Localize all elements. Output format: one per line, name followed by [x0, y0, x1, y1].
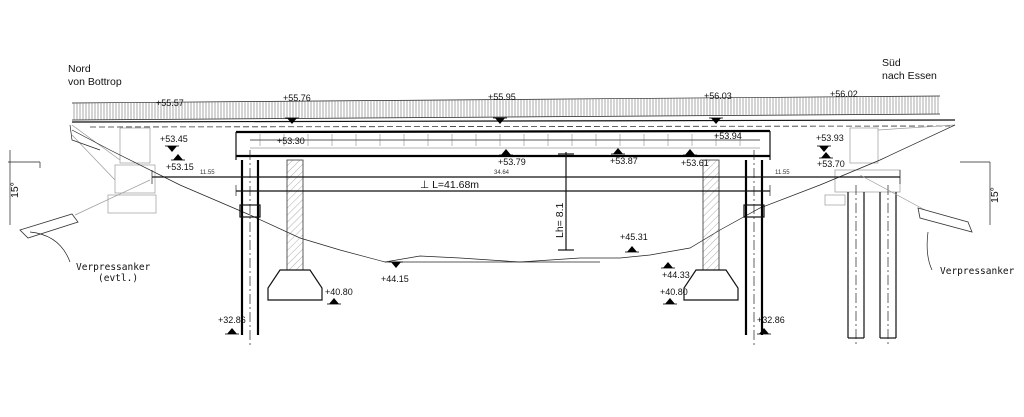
- elev-5394: +53.94: [714, 131, 742, 141]
- north-label: Nord: [68, 63, 91, 75]
- dimension-lines: [151, 170, 901, 196]
- elevation-markers: [165, 117, 833, 335]
- pier-left: [267, 159, 323, 301]
- ground-anchor-left: [8, 150, 151, 263]
- elev-4415: +44.15: [381, 274, 409, 284]
- elev-3286-left: +32.86: [218, 315, 246, 325]
- pier-right: [683, 159, 739, 301]
- bridge-deck-slab: [71, 119, 956, 160]
- dim-right: 11.55: [775, 170, 790, 176]
- anchor-left-label: Verpressanker: [76, 262, 151, 273]
- elev-4080-left: +40.80: [325, 287, 353, 297]
- elev-3286-right: +32.86: [757, 315, 785, 325]
- abutment-wall-right: [743, 150, 765, 345]
- elev-5379: +53.79: [498, 157, 526, 167]
- anchor-left-note: (evtl.): [98, 273, 138, 284]
- anchor-right-label: Verpressanker: [940, 266, 1015, 277]
- elev-5361: +53.61: [681, 158, 709, 168]
- elev-top-2: +55.76: [283, 93, 311, 103]
- existing-abutment-left: [71, 124, 157, 214]
- clearance-height-label: Lh= 8.1: [554, 203, 566, 238]
- angle-left-label: 15°: [9, 182, 21, 198]
- angle-right-label: 15°: [989, 187, 1001, 203]
- dim-middle: 34.64: [494, 170, 510, 176]
- elev-4531: +45.31: [620, 232, 648, 242]
- north-direction-label: von Bottrop: [68, 76, 122, 88]
- elev-5370: +53.70: [817, 159, 845, 169]
- piles-right: [847, 185, 897, 345]
- elev-5330: +53.30: [277, 136, 305, 146]
- ground-anchor-right: [859, 161, 991, 271]
- south-label: Süd: [882, 57, 901, 69]
- elev-5387: +53.87: [610, 156, 638, 166]
- clearance-dimension: [558, 152, 574, 251]
- elev-5393: +53.93: [816, 133, 844, 143]
- elev-top-1: +55.57: [156, 98, 184, 108]
- elev-top-4: +56.03: [704, 91, 732, 101]
- elev-top-5: +56.02: [830, 89, 858, 99]
- dim-left: 11.55: [200, 170, 215, 176]
- abutment-wall-left: [239, 150, 261, 345]
- elev-5315: +53.15: [166, 162, 194, 172]
- span-length-label: ⊥ L=41.68m: [420, 179, 479, 191]
- elev-4433: +44.33: [662, 270, 690, 280]
- bridge-railing-hatch: [71, 95, 941, 121]
- terrain-profile: [69, 124, 956, 263]
- elev-5345: +53.45: [160, 134, 188, 144]
- elev-4080-right: +40.80: [660, 287, 688, 297]
- elev-top-3: +55.95: [488, 92, 516, 102]
- south-direction-label: nach Essen: [882, 70, 937, 82]
